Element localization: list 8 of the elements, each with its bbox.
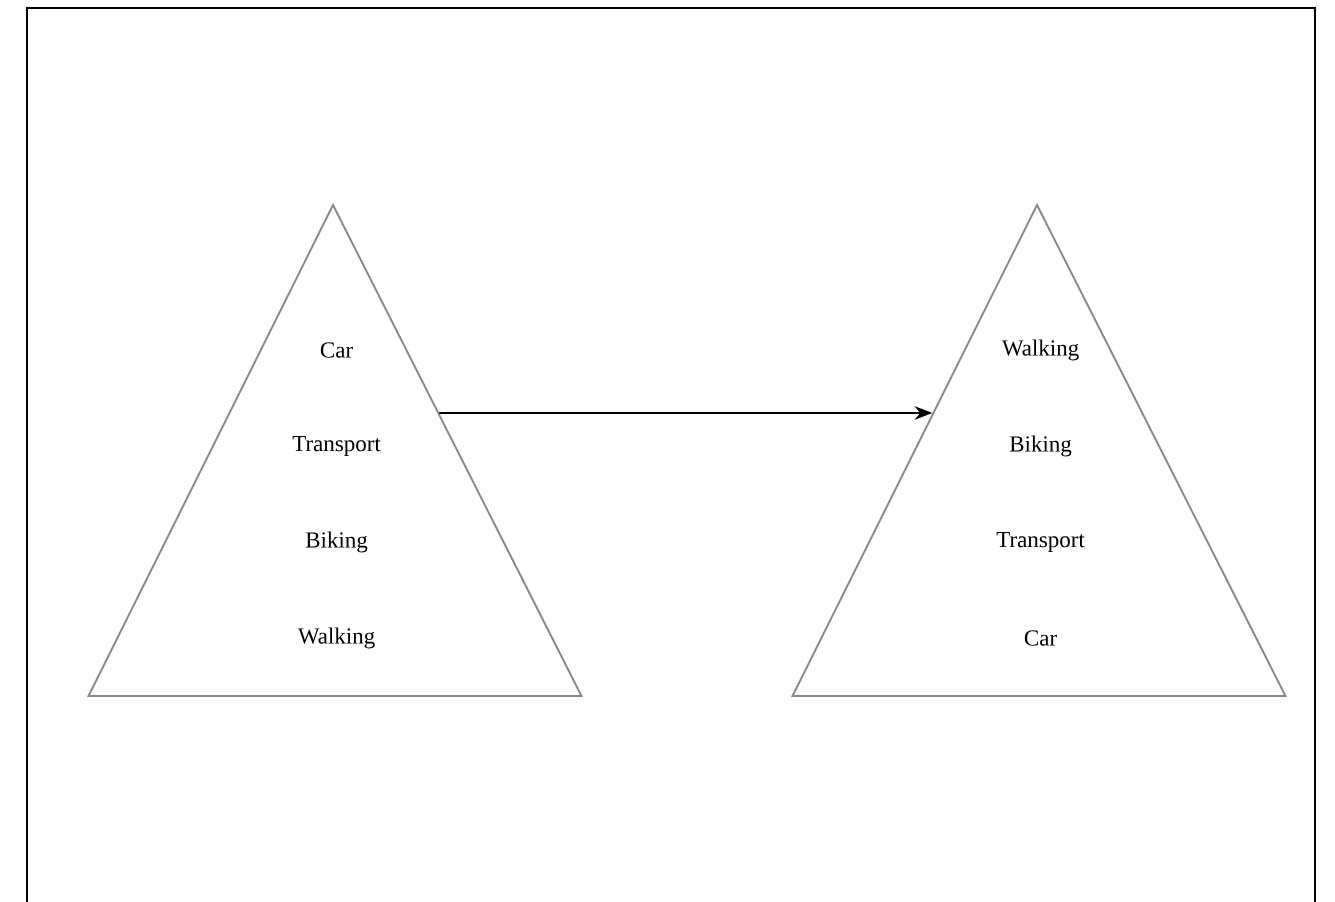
level-label: Walking bbox=[297, 627, 375, 649]
level-label: Transport bbox=[996, 532, 1085, 552]
level-label: Car bbox=[320, 342, 353, 358]
level-label: Walking bbox=[1001, 339, 1079, 361]
level-label: Biking bbox=[1009, 435, 1072, 457]
level-label: Car bbox=[1024, 630, 1057, 646]
level-label: Transport bbox=[292, 436, 381, 456]
level-label: Biking bbox=[305, 531, 368, 553]
